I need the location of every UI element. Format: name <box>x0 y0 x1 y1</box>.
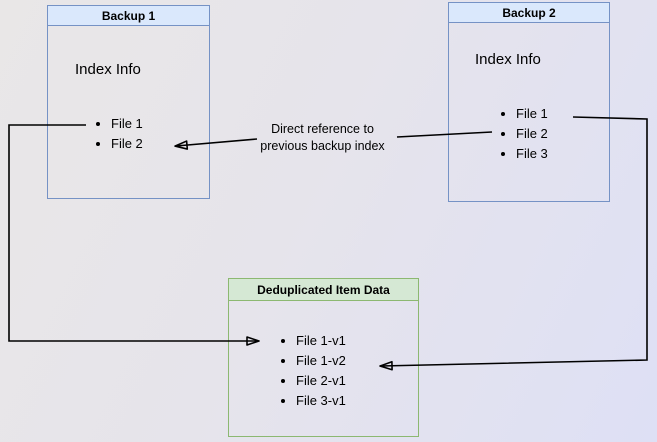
backup2-title: Backup 2 <box>502 5 556 20</box>
annotation-line2: previous backup index <box>260 139 385 153</box>
list-item: File 1-v1 <box>296 331 346 351</box>
direct-reference-annotation: Direct reference to previous backup inde… <box>235 121 410 155</box>
annotation-line1: Direct reference to <box>271 122 374 136</box>
dedup-node: Deduplicated Item Data <box>228 278 419 437</box>
list-item: File 2 <box>516 124 548 144</box>
list-item: File 2-v1 <box>296 371 346 391</box>
list-item: File 3 <box>516 144 548 164</box>
list-item: File 2 <box>111 134 143 154</box>
backup2-index-info-label: Index Info <box>475 51 541 68</box>
backup1-node: Backup 1 <box>47 5 210 199</box>
backup1-file-list: File 1 File 2 <box>95 114 143 154</box>
backup2-header: Backup 2 <box>449 3 609 23</box>
list-item: File 1 <box>516 104 548 124</box>
backup1-header: Backup 1 <box>48 6 209 26</box>
list-item: File 3-v1 <box>296 391 346 411</box>
backup2-file-list: File 1 File 2 File 3 <box>500 104 548 164</box>
backup1-title: Backup 1 <box>101 8 156 23</box>
backup1-index-info-label: Index Info <box>75 61 141 78</box>
dedup-title: Deduplicated Item Data <box>257 282 390 297</box>
backup2-node: Backup 2 <box>448 2 610 202</box>
list-item: File 1 <box>111 114 143 134</box>
dedup-file-list: File 1-v1 File 1-v2 File 2-v1 File 3-v1 <box>280 331 346 411</box>
list-item: File 1-v2 <box>296 351 346 371</box>
dedup-header: Deduplicated Item Data <box>229 279 418 301</box>
